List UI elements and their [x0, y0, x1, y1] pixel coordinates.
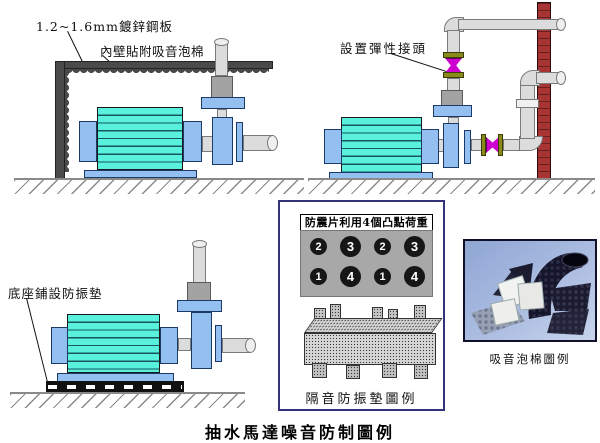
motor-end-cap-right [160, 327, 178, 364]
outlet-flange [464, 130, 471, 164]
vibration-panel-frame: 防震片利用4個凸點荷重 2 3 2 3 1 4 1 4 隔音防振墊圖例 [278, 200, 445, 411]
pump-housing [191, 312, 212, 369]
motor-body [341, 117, 422, 173]
lower-pipe-end [556, 71, 566, 85]
pad-bottom-leg [382, 363, 397, 378]
upper-discharge-pipe [458, 19, 562, 30]
foam-photo [463, 239, 597, 342]
union-fitting [516, 99, 539, 108]
pad-bottom-leg [346, 365, 360, 379]
tube-opening [561, 252, 589, 268]
motor-end-cap-right [183, 121, 202, 162]
pad-bottom-leg [414, 364, 428, 379]
pump-top-flange [177, 300, 222, 312]
outlet-pipe-end [267, 135, 278, 151]
riser-pipe-end [192, 240, 207, 248]
load-circle: 3 [404, 236, 425, 257]
motor-end-cap-left [324, 129, 342, 164]
foam-photo-caption: 吸音泡棉圖例 [489, 352, 571, 366]
steel-plate-label: 1.2~1.6mm鍍鋅鋼板 [36, 19, 173, 34]
upper-pipe-end [556, 18, 566, 31]
riser-pipe [193, 244, 206, 284]
anti-vibration-pad-strip [46, 381, 184, 393]
white-foam-sheet [490, 298, 520, 326]
ceiling-panel [55, 61, 273, 69]
joint-flange-left [481, 134, 486, 156]
pump-housing [212, 117, 233, 165]
ground-hatching [14, 178, 304, 194]
pump-top-flange [433, 105, 472, 117]
ceiling-foam-lining [65, 69, 269, 75]
foam-egg-crate-texture [549, 283, 591, 311]
flexible-joint-vertical [445, 58, 462, 73]
pad-illustration-caption: 隔音防振墊圖例 [305, 392, 418, 407]
vibration-pad-label: 底座鋪設防振墊 [8, 286, 103, 301]
joint-flange-top [443, 52, 464, 58]
flexible-joint-label: 設置彈性接頭 [340, 41, 428, 56]
motor-body [67, 314, 160, 373]
pump-top-block [441, 90, 463, 106]
pump-top-flange [201, 97, 245, 109]
pump-base [84, 170, 197, 178]
white-foam-sheet [517, 281, 545, 311]
load-circle: 1 [310, 268, 327, 285]
motor-end-cap-left [79, 121, 97, 162]
joint-flange-right [498, 134, 503, 156]
wall-column [537, 2, 551, 179]
motor-end-cap-right [421, 129, 439, 164]
motor-shaft [178, 338, 191, 351]
load-circle: 3 [340, 236, 361, 257]
steel-plate-leader-line [67, 31, 83, 62]
load-circle: 2 [374, 238, 391, 255]
vibration-pad-leader-line [26, 298, 48, 382]
riser-pipe-end [214, 38, 229, 46]
load-circle: 2 [310, 238, 327, 255]
pad-bottom-leg [312, 363, 327, 378]
pad-top-face [304, 318, 443, 333]
riser-pipe [215, 42, 228, 76]
pad-illustration [288, 302, 443, 384]
ground-hatching [308, 178, 595, 194]
foam-egg-crate-texture [547, 309, 589, 335]
riser-pipe [447, 30, 460, 53]
motor-body [97, 107, 183, 170]
load-circle: 1 [374, 268, 391, 285]
ground-hatching [10, 392, 245, 408]
wall-foam-lining [65, 69, 71, 172]
outlet-flange [215, 325, 222, 362]
pad-front-face [304, 333, 436, 365]
pump-housing [443, 123, 459, 168]
page-title: 抽水馬達噪音防制圖例 [204, 423, 395, 442]
vertical-discharge-pipe [520, 84, 535, 139]
pad-top-bump [414, 305, 426, 322]
joint-flange-bottom [443, 72, 464, 78]
foam-photo-illustration [465, 241, 595, 340]
motor-end-cap-left [51, 327, 68, 364]
outlet-pipe-end [245, 338, 256, 353]
pump-top-block [211, 76, 233, 98]
wall-panel [55, 61, 65, 179]
foam-lining-label: 內壁貼附吸音泡棉 [100, 44, 205, 59]
pump-top-block [187, 282, 211, 301]
vibration-panel-title: 防震片利用4個凸點荷重 [300, 214, 433, 231]
pad-strip-segments [48, 385, 182, 389]
outlet-flange [236, 122, 243, 162]
load-circle: 4 [404, 266, 425, 287]
load-circle: 4 [340, 266, 361, 287]
